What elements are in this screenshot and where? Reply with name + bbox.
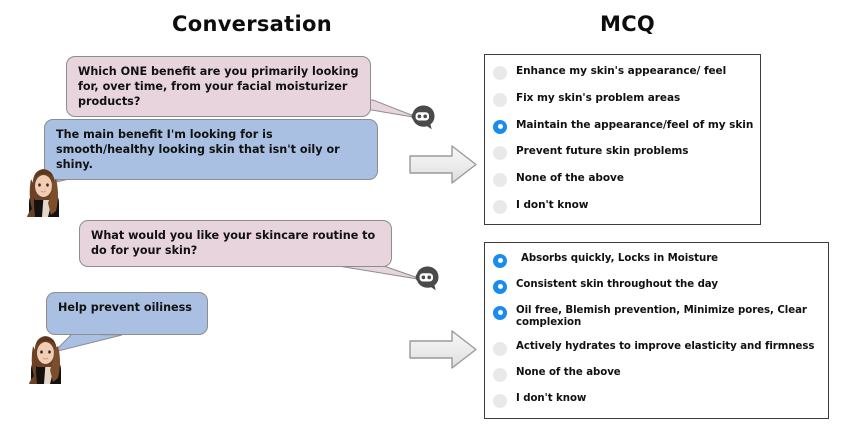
radio-button-icon[interactable]: [493, 394, 507, 409]
bot-message-bubble-2: What would you like your skincare routin…: [79, 220, 392, 267]
mcq-option-label: Consistent skin throughout the day: [516, 278, 718, 290]
mcq-option-row[interactable]: I don't know: [493, 393, 822, 409]
radio-button-icon-selected[interactable]: [493, 119, 507, 134]
mcq-option-row[interactable]: Oil free, Blemish prevention, Minimize p…: [493, 305, 822, 330]
mcq-option-list: Absorbs quickly, Locks in Moisture Consi…: [485, 243, 828, 418]
mcq-option-row[interactable]: None of the above: [493, 172, 754, 188]
mcq-column-title: MCQ: [600, 12, 656, 36]
mcq-option-row[interactable]: Prevent future skin problems: [493, 145, 754, 161]
mcq-option-label: Enhance my skin's appearance/ feel: [516, 64, 727, 77]
radio-button-icon-selected[interactable]: [493, 279, 507, 294]
mcq-option-row[interactable]: I don't know: [493, 199, 754, 215]
mcq-option-row[interactable]: Absorbs quickly, Locks in Moisture: [493, 253, 822, 268]
mcq-option-label: Actively hydrates to improve elasticity …: [516, 341, 815, 353]
radio-button-icon-selected[interactable]: [493, 253, 507, 268]
mcq-option-row[interactable]: Consistent skin throughout the day: [493, 279, 822, 294]
right-block-arrow-icon: [409, 145, 477, 184]
radio-button-icon[interactable]: [493, 173, 507, 188]
mcq-option-label: Absorbs quickly, Locks in Moisture: [521, 252, 719, 264]
conversation-column-title: Conversation: [172, 12, 332, 36]
right-block-arrow-icon: [409, 330, 477, 369]
mcq-option-label: Maintain the appearance/feel of my skin: [516, 118, 754, 131]
mcq-option-row[interactable]: Fix my skin's problem areas: [493, 92, 754, 107]
mcq-option-label: None of the above: [516, 172, 624, 185]
radio-button-icon[interactable]: [493, 65, 507, 80]
user-message-bubble-2: Help prevent oiliness: [46, 292, 208, 335]
radio-button-icon[interactable]: [493, 146, 507, 161]
radio-button-icon[interactable]: [493, 92, 507, 107]
radio-button-icon[interactable]: [493, 342, 507, 357]
bot-message-bubble-1: Which ONE benefit are you primarily look…: [66, 56, 371, 118]
user-message-bubble-1: The main benefit I'm looking for is smoo…: [44, 119, 378, 181]
woman-avatar-icon: [27, 169, 59, 217]
woman-avatar-icon: [29, 336, 61, 384]
chatbot-icon: [415, 266, 439, 291]
mcq-option-row[interactable]: Enhance my skin's appearance/ feel: [493, 65, 754, 80]
mcq-option-label: None of the above: [516, 367, 621, 379]
mcq-option-list: Enhance my skin's appearance/ feel Fix m…: [485, 55, 760, 224]
mcq-option-row[interactable]: None of the above: [493, 367, 822, 383]
chatbot-icon: [411, 105, 435, 130]
mcq-panel-1: Enhance my skin's appearance/ feel Fix m…: [484, 54, 761, 225]
radio-button-icon[interactable]: [493, 200, 507, 215]
mcq-option-row[interactable]: Maintain the appearance/feel of my skin: [493, 119, 754, 134]
radio-button-icon[interactable]: [493, 368, 507, 383]
radio-button-icon-selected[interactable]: [493, 305, 507, 320]
mcq-option-label: I don't know: [516, 393, 587, 405]
mcq-panel-2: Absorbs quickly, Locks in Moisture Consi…: [484, 242, 829, 419]
mcq-option-label: I don't know: [516, 199, 589, 212]
mcq-option-label: Prevent future skin problems: [516, 145, 689, 158]
mcq-option-row[interactable]: Actively hydrates to improve elasticity …: [493, 341, 822, 357]
mcq-option-label: Oil free, Blemish prevention, Minimize p…: [516, 304, 807, 329]
mcq-option-label: Fix my skin's problem areas: [516, 91, 681, 104]
